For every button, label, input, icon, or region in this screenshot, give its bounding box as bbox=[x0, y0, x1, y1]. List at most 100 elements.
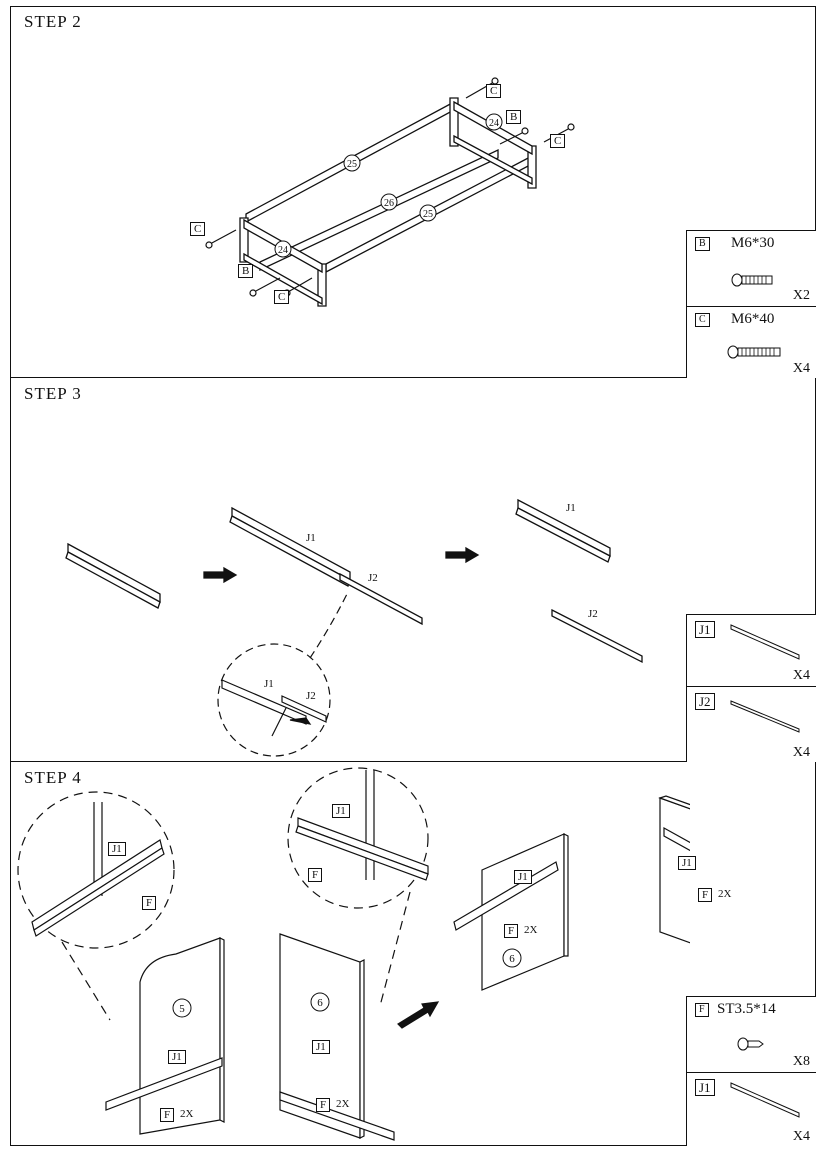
screw-b-top bbox=[499, 127, 529, 145]
part-b-code: B bbox=[695, 237, 710, 251]
panel-6-left-edge bbox=[359, 959, 365, 1139]
screw-tag-c-bottom: C bbox=[274, 290, 290, 304]
screw-m6-30-icon bbox=[731, 273, 773, 287]
rail-assembled bbox=[67, 542, 161, 604]
callout-circle-25a bbox=[343, 154, 361, 172]
screw-m6-40-icon bbox=[727, 345, 781, 359]
rail-label-j2b: J2 bbox=[588, 608, 598, 620]
f-tag-panel-8: F bbox=[698, 888, 713, 902]
part-f-spec: ST3.5*14 bbox=[717, 1001, 776, 1017]
step-2-title: STEP 2 bbox=[24, 12, 82, 31]
rail-label-j2c: J2 bbox=[306, 690, 316, 702]
part-j1-code-step4: J1 bbox=[695, 1079, 715, 1096]
panel-rail-attachment-drawing: 5 6 6 8 bbox=[17, 767, 690, 1141]
part-j1-qty: X4 bbox=[792, 668, 810, 683]
label-part-24b: 24 bbox=[278, 245, 288, 256]
panel-6-left-rail bbox=[279, 1091, 395, 1141]
count-panel-8: 2X bbox=[718, 888, 732, 900]
frame-assembly-drawing: 25 24 26 25 24 bbox=[205, 77, 575, 307]
panel-8-rail bbox=[663, 826, 690, 852]
part-b-qty: X2 bbox=[792, 288, 810, 303]
callout-circle-24a bbox=[485, 113, 503, 131]
panel-label-6-left: 6 bbox=[317, 997, 323, 1009]
f-tag-panel-5: F bbox=[160, 1108, 175, 1122]
step-4: STEP 4 bbox=[10, 762, 816, 1146]
panel-5 bbox=[139, 937, 221, 1135]
step-2: STEP 2 bbox=[10, 6, 816, 378]
panel-label-5: 5 bbox=[179, 1003, 185, 1015]
j1-tag-detail-left: J1 bbox=[108, 842, 126, 856]
part-j2-qty: X4 bbox=[792, 745, 810, 760]
step-3-title: STEP 3 bbox=[24, 384, 82, 403]
detail-rail-j1 bbox=[221, 679, 307, 725]
arrow-right-icon-1 bbox=[203, 566, 238, 584]
screw-c-left bbox=[205, 229, 237, 249]
count-panel-6-right: 2X bbox=[524, 924, 538, 936]
callout-circle-24b bbox=[274, 240, 292, 258]
part-c-code: C bbox=[695, 313, 710, 327]
count-panel-5: 2X bbox=[180, 1108, 194, 1120]
panel-5-rail bbox=[105, 1057, 223, 1111]
screw-tag-c-left: C bbox=[190, 222, 206, 236]
detail-rail-j2 bbox=[281, 695, 327, 723]
rail-label-j1c: J1 bbox=[264, 678, 274, 690]
part-f-qty: X8 bbox=[792, 1054, 810, 1069]
screw-tag-b-bottom: B bbox=[238, 264, 254, 278]
rail-assembled-side bbox=[65, 551, 161, 609]
page-frame bbox=[10, 6, 816, 1146]
panel-8-top bbox=[658, 795, 690, 810]
part-c-qty: X4 bbox=[792, 361, 810, 376]
part-f-code: F bbox=[695, 1003, 709, 1017]
screw-st3-5-14-icon bbox=[737, 1037, 764, 1051]
rail-j2-icon bbox=[730, 700, 800, 733]
rail-j1-icon-step4 bbox=[730, 1082, 800, 1118]
detail-leader-left bbox=[61, 941, 111, 1021]
screw-b-bottom bbox=[249, 277, 281, 297]
panel-8 bbox=[659, 797, 690, 944]
rail-j2-separated bbox=[551, 608, 643, 664]
detail-pull-arrow-icon bbox=[289, 717, 312, 725]
front-end-bottom-bar bbox=[243, 252, 323, 306]
arrow-right-icon-3 bbox=[397, 1001, 440, 1029]
label-part-26: 26 bbox=[384, 198, 394, 209]
panel-label-6-right: 6 bbox=[509, 953, 515, 965]
panel-5-edge bbox=[219, 937, 225, 1123]
part-b-cell: B M6*30 X2 bbox=[687, 231, 816, 307]
rail-j1-icon bbox=[730, 624, 800, 660]
panel-5-circle bbox=[172, 998, 192, 1018]
f-tag-detail-left: F bbox=[142, 896, 157, 910]
detail-leader-line bbox=[309, 591, 349, 659]
step-2-parts-box: B M6*30 X2 C M6*40 X4 bbox=[686, 230, 816, 378]
rail-separation-drawing bbox=[65, 498, 643, 757]
j1-tag-panel-5: J1 bbox=[168, 1050, 186, 1064]
part-c-spec: M6*40 bbox=[731, 311, 775, 327]
rail-j2-extended bbox=[339, 572, 423, 626]
rail-j1-separated bbox=[517, 498, 611, 558]
f-tag-detail-middle: F bbox=[308, 868, 323, 882]
label-part-24a: 24 bbox=[489, 118, 499, 129]
rail-label-j2a: J2 bbox=[368, 572, 378, 584]
screw-tag-b-top: B bbox=[506, 110, 522, 124]
part-j1-cell-step4: J1 X4 bbox=[687, 1073, 816, 1147]
panel-6-right bbox=[481, 833, 565, 991]
label-part-25a: 25 bbox=[347, 159, 357, 170]
panel-6-right-circle bbox=[502, 948, 522, 968]
j1-tag-detail-middle: J1 bbox=[332, 804, 350, 818]
step-4-parts-box: F ST3.5*14 X8 J1 X4 bbox=[686, 996, 816, 1146]
screw-tag-c-right: C bbox=[550, 134, 566, 148]
callout-circle-25b bbox=[419, 204, 437, 222]
part-j1-code: J1 bbox=[695, 621, 715, 638]
label-part-25b: 25 bbox=[423, 209, 433, 220]
part-j1-cell: J1 X4 bbox=[687, 615, 816, 687]
rail-j1-separated-side bbox=[515, 507, 611, 563]
rail-j1-extended-side bbox=[229, 515, 351, 587]
front-end-post-right bbox=[317, 263, 327, 307]
detail-middle-rail-side bbox=[295, 825, 429, 881]
step-4-title: STEP 4 bbox=[24, 768, 82, 787]
rail-label-j1a: J1 bbox=[306, 532, 316, 544]
detail-left-rail-side bbox=[33, 847, 165, 937]
part-f-cell: F ST3.5*14 X8 bbox=[687, 997, 816, 1073]
f-tag-panel-6-left: F bbox=[316, 1098, 331, 1112]
part-b-spec: M6*30 bbox=[731, 235, 775, 251]
detail-circle bbox=[217, 643, 331, 757]
